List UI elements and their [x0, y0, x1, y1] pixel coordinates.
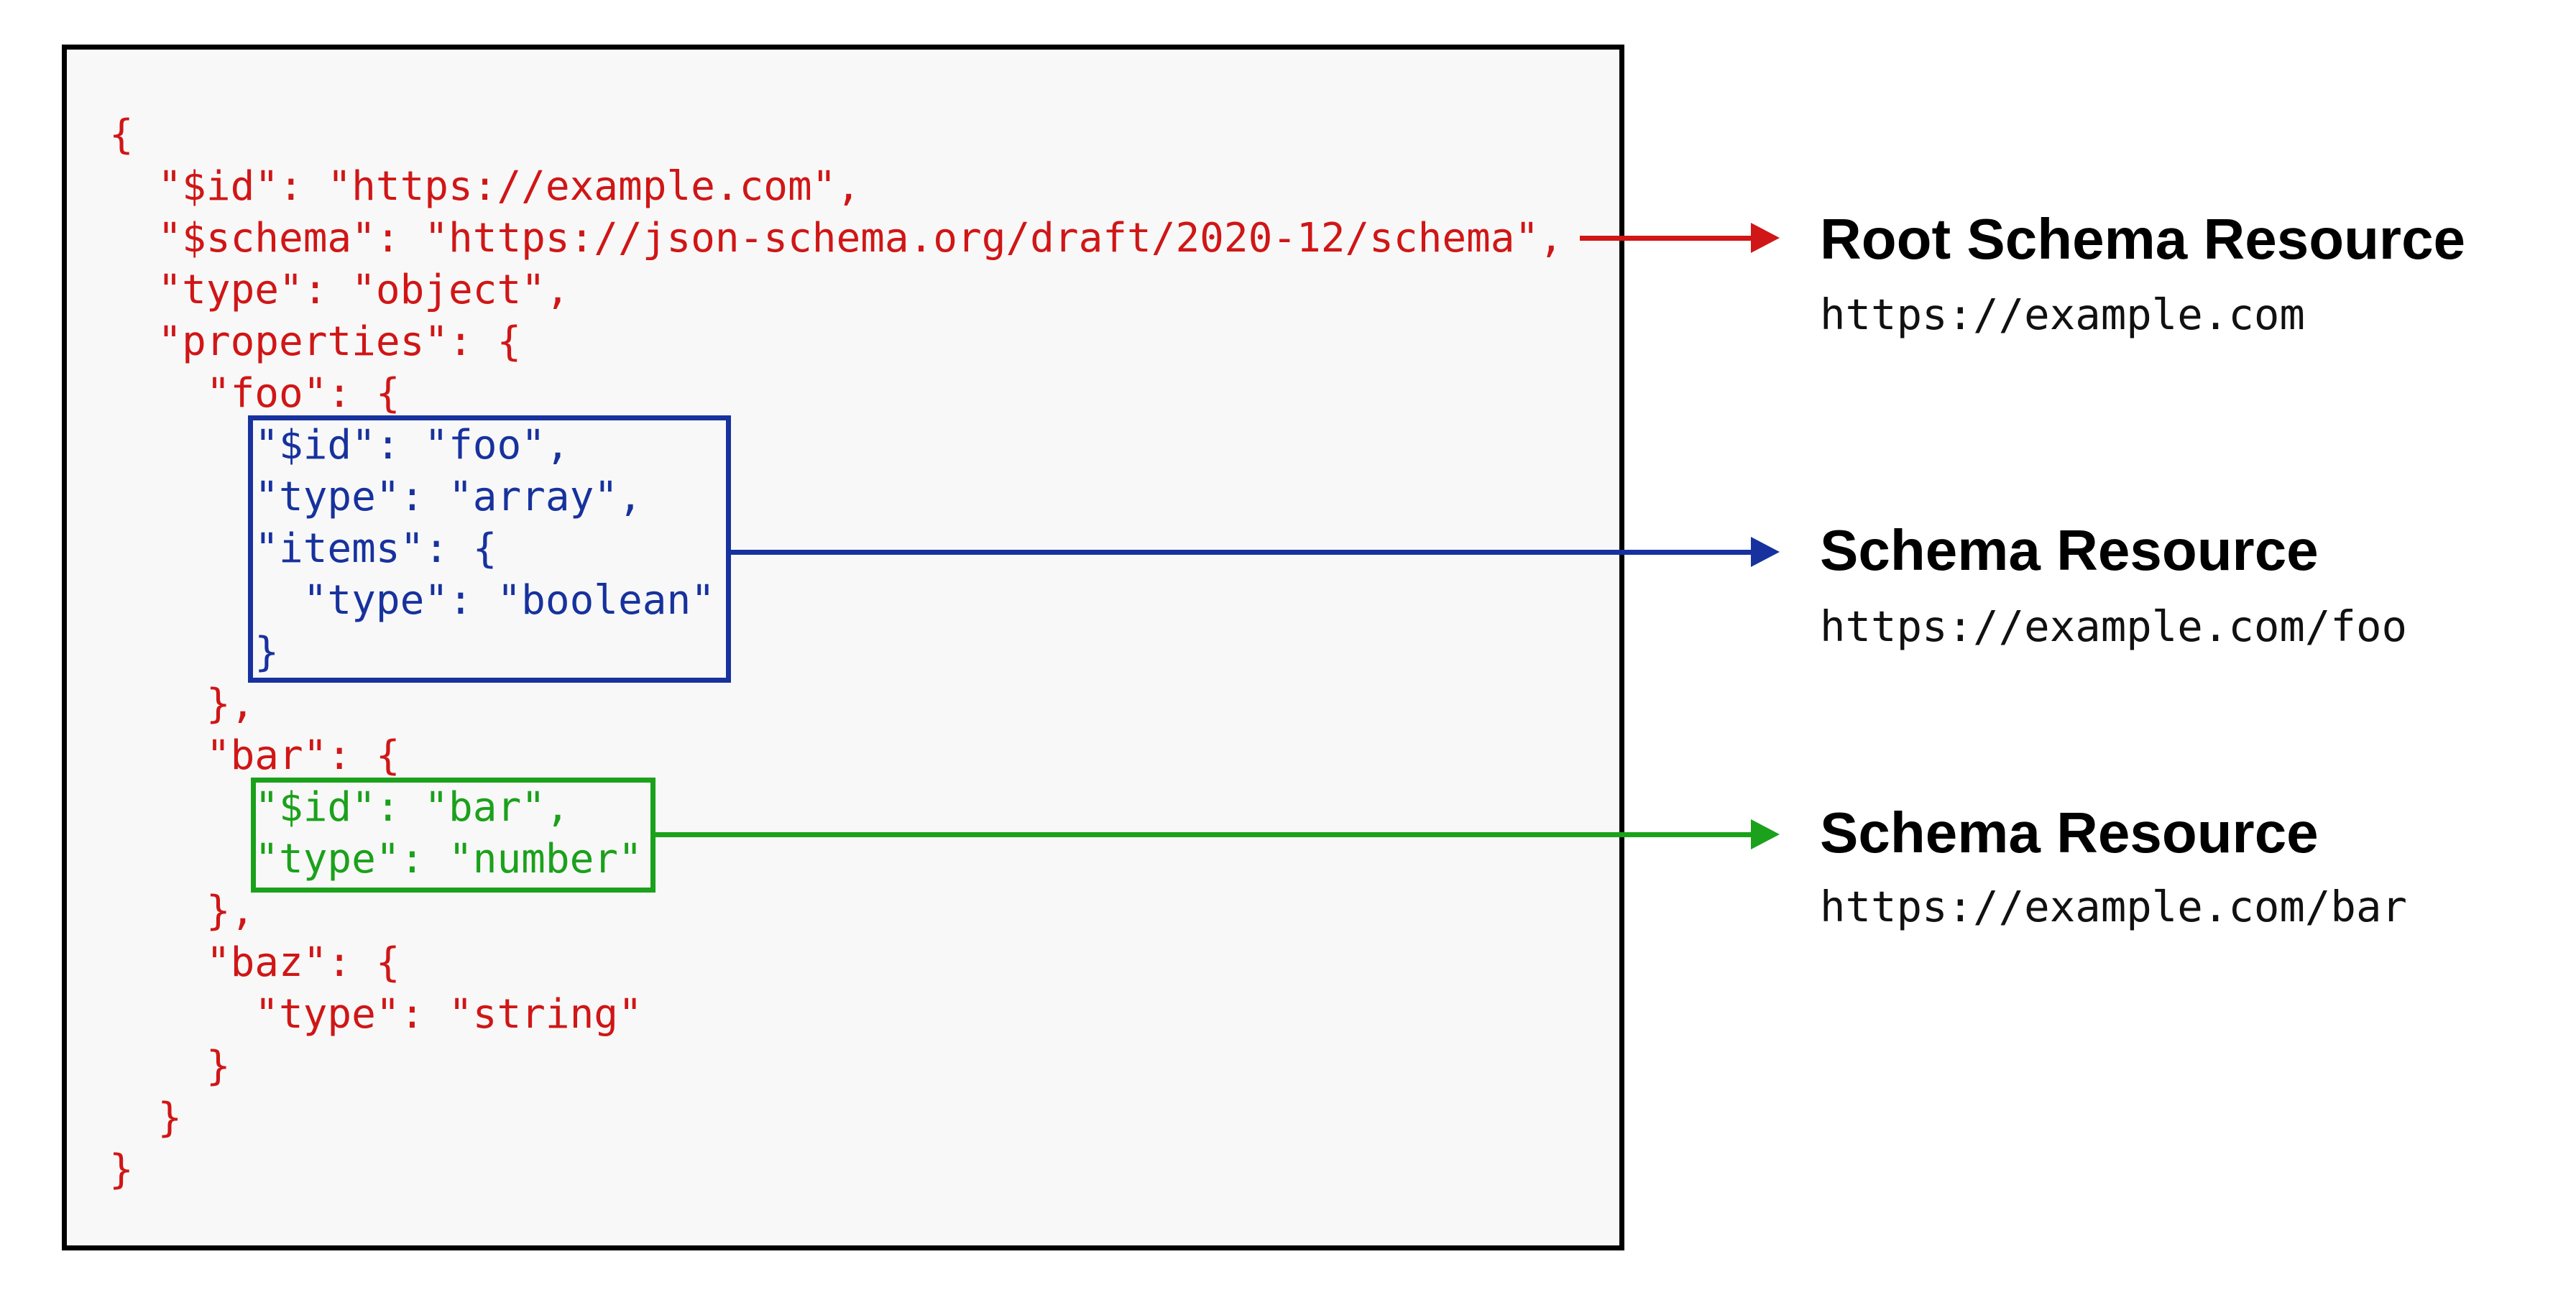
code-lines: { "$id": "https://example.com", "$schema… [109, 109, 1563, 1196]
code-line: } [109, 1146, 134, 1193]
code-line: "baz": { [109, 939, 400, 986]
code-line: "$id": "https://example.com", [109, 163, 861, 210]
code-line: "type": "object", [109, 267, 570, 313]
foo-schema-arrow [726, 550, 1751, 555]
code-line: "$id": "bar", [109, 784, 570, 831]
root-schema-arrowhead-icon [1751, 223, 1780, 253]
bar-schema-arrow [650, 832, 1751, 837]
code-line: } [109, 1094, 183, 1141]
code-line: } [109, 1043, 231, 1089]
code-line: "type": "string" [109, 991, 643, 1038]
code-line: { [109, 111, 134, 158]
annotation-url-bar: https://example.com/bar [1820, 882, 2407, 931]
code-line: "bar": { [109, 732, 400, 779]
code-line: "type": "number" [109, 836, 643, 882]
foo-schema-resource-box [248, 415, 731, 683]
annotation-title-foo: Schema Resource [1820, 518, 2319, 582]
code-line: }, [109, 888, 255, 934]
code-panel [62, 45, 1624, 1250]
code-line: }, [109, 681, 255, 727]
code-line: "items": { [109, 525, 497, 572]
annotation-title-root: Root Schema Resource [1820, 207, 2466, 271]
code-line: } [109, 629, 280, 676]
code-line: "$id": "foo", [109, 422, 570, 469]
code-line: "properties": { [109, 318, 522, 365]
annotation-title-bar: Schema Resource [1820, 801, 2319, 865]
foo-schema-arrowhead-icon [1751, 537, 1780, 567]
annotation-url-root: https://example.com [1820, 290, 2305, 339]
root-schema-arrow [1580, 236, 1752, 241]
bar-schema-arrowhead-icon [1751, 819, 1780, 849]
code-line: "foo": { [109, 370, 400, 417]
code-line: "type": "array", [109, 474, 643, 520]
annotation-url-foo: https://example.com/foo [1820, 602, 2407, 651]
code-line: "type": "boolean" [109, 577, 715, 624]
code-line: "$schema": "https://json-schema.org/draf… [109, 215, 1563, 262]
